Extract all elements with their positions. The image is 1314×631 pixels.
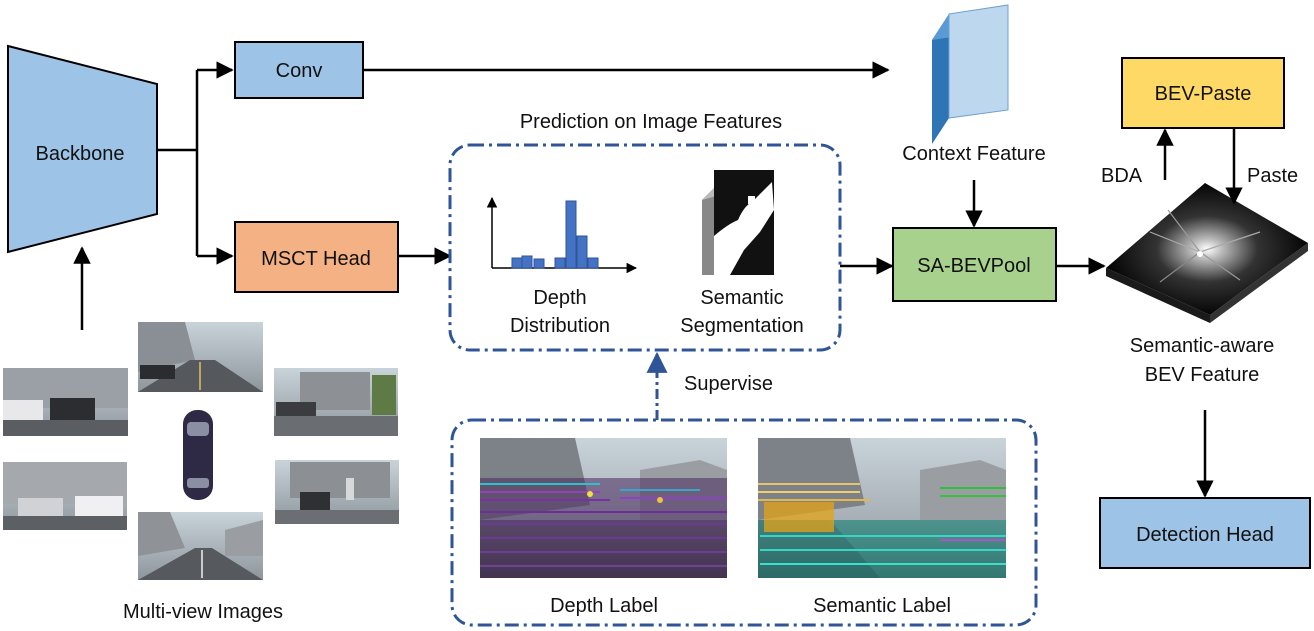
bev-feature-map [1106, 183, 1308, 323]
sa-bevpool-block: SA-BEVPool [892, 227, 1057, 302]
sa-bevpool-label: SA-BEVPool [917, 255, 1030, 277]
semantic-segmentation-mask [702, 170, 774, 275]
paste-label: Paste [1247, 165, 1298, 187]
histogram-bar [554, 257, 566, 269]
camera-view-back-right [275, 460, 399, 524]
depth-label-image [480, 438, 727, 578]
prediction-title: Prediction on Image Features [520, 111, 782, 133]
detection-head-block: Detection Head [1099, 497, 1311, 569]
camera-view-back-left [3, 462, 127, 530]
histogram-bar [565, 200, 577, 269]
backbone-block: Backbone [7, 44, 158, 254]
conv-block: Conv [234, 41, 364, 99]
multi-view-images-label: Multi-view Images [123, 601, 283, 623]
backbone-label: Backbone [36, 143, 125, 165]
label-region: Depth Label Semantic Label [450, 418, 1038, 627]
bda-label: BDA [1101, 165, 1143, 187]
ego-car-icon [183, 410, 213, 500]
camera-view-front-right [274, 368, 398, 436]
multi-view-images [3, 322, 399, 580]
semantic-segmentation-label-1: Semantic [700, 287, 783, 309]
histogram-bar [521, 255, 533, 269]
conv-label: Conv [276, 60, 323, 82]
msct-head-block: MSCT Head [234, 221, 399, 293]
semantic-label-image [758, 438, 1006, 578]
camera-view-front-left [3, 368, 128, 436]
bev-feature-label-2: BEV Feature [1145, 364, 1260, 386]
semantic-segmentation-label-2: Segmentation [680, 315, 803, 337]
backbone-connectors [73, 61, 234, 330]
context-feature-label: Context Feature [902, 143, 1045, 165]
detection-head-label: Detection Head [1136, 524, 1274, 546]
histogram-bar [511, 257, 523, 269]
camera-view-back [138, 512, 263, 580]
bev-feature-label-1: Semantic-aware [1130, 335, 1275, 357]
supervise-label: Supervise [684, 373, 773, 395]
depth-label-caption: Depth Label [550, 595, 658, 617]
prediction-region: Prediction on Image Features Depth Distr… [448, 111, 842, 352]
depth-distribution-label-1: Depth [533, 287, 586, 309]
camera-view-front [138, 322, 263, 392]
bev-paste-block: BEV-Paste [1121, 57, 1285, 129]
depth-distribution-chart [486, 196, 638, 274]
histogram-bar [587, 257, 599, 269]
histogram-bar [576, 235, 588, 269]
context-feature-slab [932, 4, 1009, 144]
depth-distribution-label-2: Distribution [510, 315, 610, 337]
msct-head-label: MSCT Head [261, 248, 371, 270]
histogram-bar [533, 258, 545, 269]
bev-paste-label: BEV-Paste [1155, 83, 1252, 105]
semantic-label-caption: Semantic Label [813, 595, 951, 617]
